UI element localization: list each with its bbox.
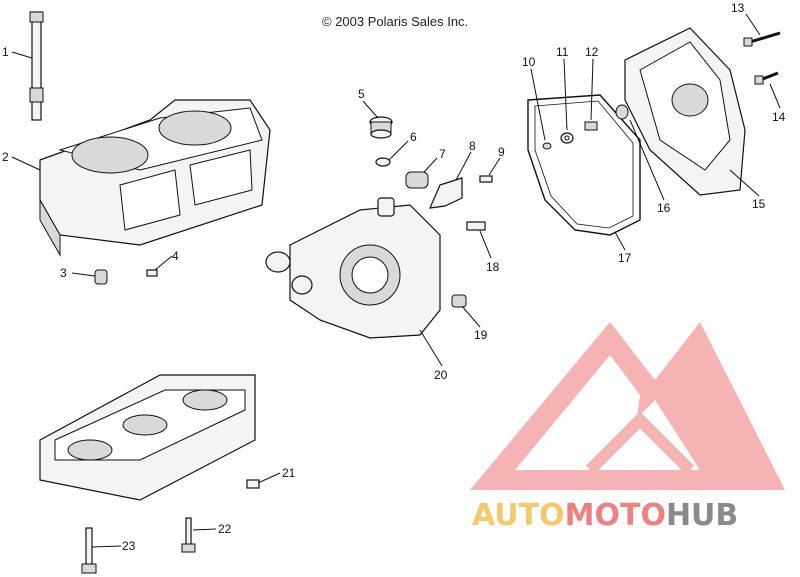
callout-11: 11 bbox=[556, 45, 569, 59]
callout-3: 3 bbox=[60, 266, 67, 280]
part-20-cover bbox=[265, 197, 441, 339]
callout-10: 10 bbox=[522, 55, 536, 69]
callout-21: 21 bbox=[282, 466, 296, 480]
callout-16: 16 bbox=[657, 201, 671, 215]
callout-14: 14 bbox=[772, 110, 786, 124]
part-14-bolt bbox=[754, 71, 779, 85]
part-15-outer-cover bbox=[624, 27, 746, 196]
callout-4: 4 bbox=[172, 249, 179, 263]
part-22-bolt bbox=[181, 517, 196, 553]
part-1-stud bbox=[29, 11, 44, 121]
callout-8: 8 bbox=[469, 139, 476, 153]
part-7-sleeve bbox=[405, 171, 429, 189]
callout-23: 23 bbox=[122, 539, 136, 553]
callout-9: 9 bbox=[498, 145, 505, 159]
part-12-spring bbox=[584, 121, 598, 131]
callout-18: 18 bbox=[486, 260, 500, 274]
callout-7: 7 bbox=[439, 147, 446, 161]
part-6-washer bbox=[375, 157, 391, 167]
callout-12: 12 bbox=[585, 45, 599, 59]
part-11-seal bbox=[560, 132, 574, 144]
part-18-screw bbox=[466, 221, 486, 231]
part-13-bolt bbox=[743, 31, 781, 47]
watermark-text: AUTOMOTOHUB bbox=[472, 498, 738, 533]
part-19-bushing bbox=[451, 294, 467, 308]
part-3-plug bbox=[94, 269, 108, 285]
part-9-screw bbox=[479, 175, 493, 183]
callout-20: 20 bbox=[434, 368, 448, 382]
copyright-notice: © 2003 Polaris Sales Inc. bbox=[322, 14, 469, 29]
watermark-auto: AUTO bbox=[472, 498, 565, 533]
callout-1: 1 bbox=[2, 45, 9, 59]
watermark-hub: HUB bbox=[666, 498, 738, 533]
part-10-dowel bbox=[542, 142, 552, 150]
part-23-bolt bbox=[81, 527, 97, 574]
callout-15: 15 bbox=[752, 197, 766, 211]
part-4-screw bbox=[146, 269, 158, 277]
callout-13: 13 bbox=[731, 1, 745, 15]
callout-5: 5 bbox=[358, 87, 365, 101]
part-2-upper-crankcase bbox=[39, 99, 271, 257]
part-17-gasket bbox=[527, 94, 641, 236]
part-21-screw bbox=[246, 479, 260, 489]
callout-2: 2 bbox=[2, 150, 9, 164]
lower-crankcase bbox=[39, 374, 256, 501]
callout-22: 22 bbox=[218, 522, 232, 536]
callout-19: 19 bbox=[474, 328, 488, 342]
callout-labels: 1 2 3 4 5 6 7 8 9 10 11 12 13 14 15 16 1… bbox=[2, 1, 786, 553]
callout-6: 6 bbox=[410, 130, 417, 144]
part-8-bracket bbox=[429, 177, 463, 209]
leader-lines bbox=[11, 13, 781, 548]
watermark-moto: MOTO bbox=[565, 498, 666, 533]
part-16-bearing bbox=[615, 104, 629, 120]
part-5-cap bbox=[369, 116, 393, 139]
callout-17: 17 bbox=[618, 251, 632, 265]
watermark-logo bbox=[470, 322, 785, 490]
